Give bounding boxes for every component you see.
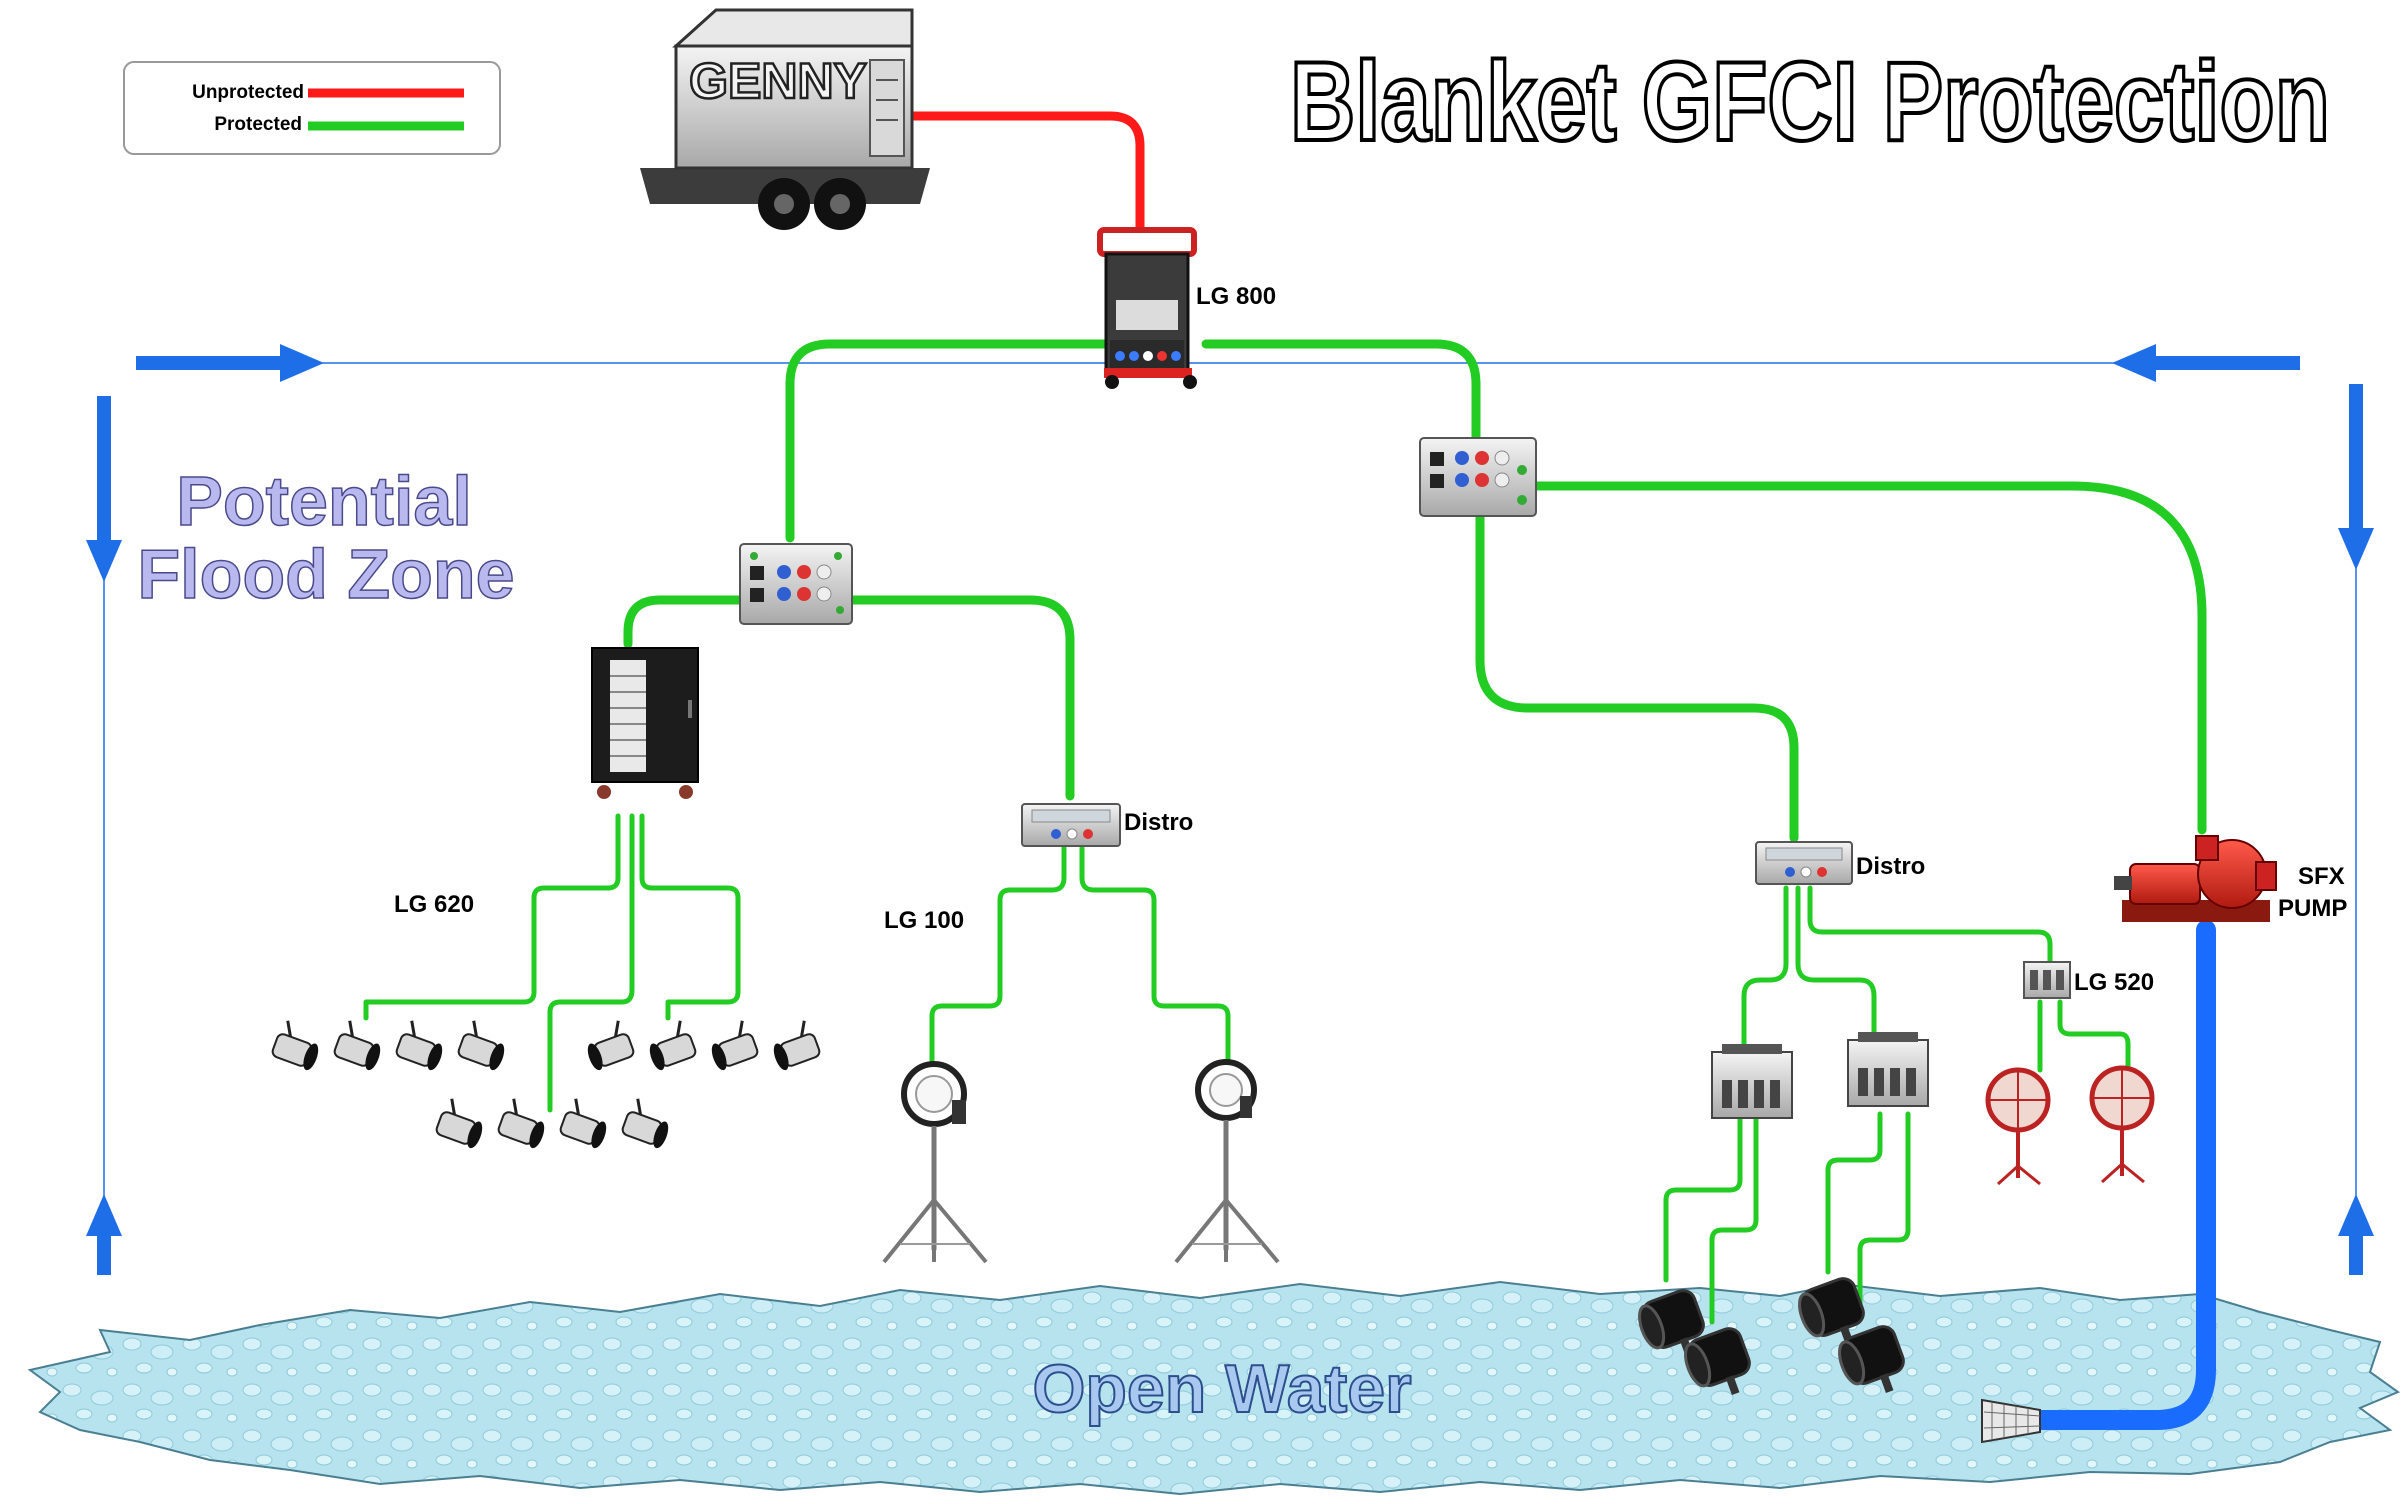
pump-icon <box>2114 835 2277 922</box>
legend-protected-label: Protected <box>214 114 302 135</box>
arrow-icon <box>86 344 2374 1275</box>
lg100-label: LG 100 <box>884 907 964 934</box>
fan-icon <box>2089 1065 2155 1184</box>
unprotected-cable <box>907 111 1145 233</box>
par-can-icon <box>435 1098 669 1149</box>
flood-zone-label-line1: Potential <box>176 462 472 540</box>
breakout-box-icon <box>739 543 853 625</box>
flood-zone-boundary <box>103 362 2357 1270</box>
lamp-cables <box>363 813 2131 1325</box>
lg520-label: LG 520 <box>2074 969 2154 996</box>
dimmer-pack-icon <box>2023 961 2071 999</box>
open-water-label: Open Water <box>1032 1351 1411 1427</box>
underwater-light-icon <box>1638 1277 1905 1395</box>
hmi-light-icon <box>882 1061 988 1264</box>
distro-box-icon <box>1755 841 1853 885</box>
fan-icon <box>1985 1067 2051 1186</box>
par-can-icon <box>271 1020 821 1071</box>
lg800-distro-icon <box>1097 227 1197 389</box>
lg620-label: LG 620 <box>394 891 474 918</box>
pump-hose <box>2030 920 2216 1430</box>
lg800-label: LG 800 <box>1196 283 1276 310</box>
dimmer-rack-icon <box>591 647 699 799</box>
sfx-pump-label-line1: SFX <box>2298 863 2345 890</box>
diagram-title: Blanket GFCI Protection <box>1290 39 2330 164</box>
distro-left-label: Distro <box>1124 809 1193 836</box>
legend: Unprotected Protected <box>123 61 501 155</box>
open-water: Open Water <box>27 1280 2401 1496</box>
generator-trailer-icon: GENNY <box>640 8 930 230</box>
flood-zone-label-line2: Flood Zone <box>137 535 514 613</box>
dimmer-pack-icon <box>1847 1032 1929 1107</box>
distro-box-icon <box>1021 803 1121 847</box>
strainer-icon <box>1981 1398 2041 1444</box>
dimmer-pack-icon <box>1711 1044 1793 1119</box>
hmi-light-icon <box>1174 1059 1280 1264</box>
legend-unprotected-label: Unprotected <box>192 82 304 103</box>
generator-label: GENNY <box>689 53 867 109</box>
sfx-pump-label-line2: PUMP <box>2278 895 2347 922</box>
protected-cables <box>623 339 2207 843</box>
breakout-box-icon <box>1419 437 1537 517</box>
distro-right-label: Distro <box>1856 853 1925 880</box>
